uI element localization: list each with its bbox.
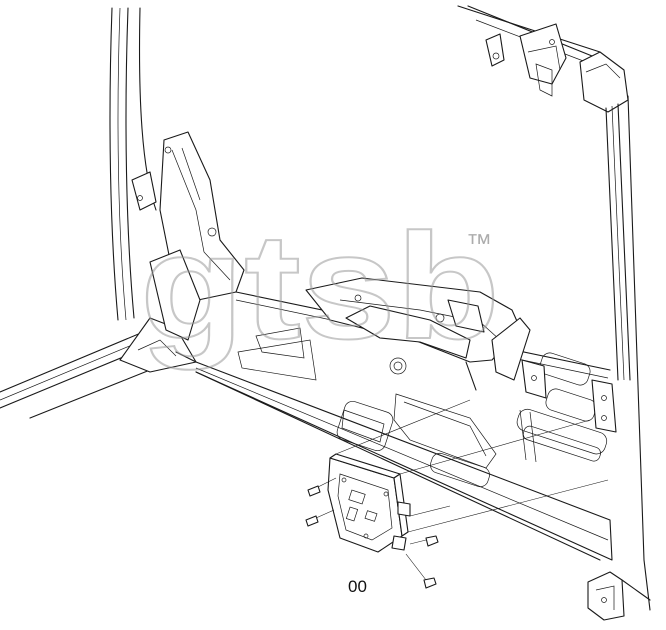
inner-brace — [131, 131, 245, 341]
watermark: gtsb ™ — [139, 201, 501, 371]
screw-1 — [307, 477, 337, 497]
watermark-text: gtsb — [140, 202, 500, 370]
screw-2 — [305, 509, 335, 527]
roof-rail — [457, 5, 629, 113]
fasteners — [305, 477, 439, 589]
callout-label: 00 — [348, 577, 367, 596]
right-recesses — [519, 352, 617, 463]
control-module — [327, 453, 411, 553]
screw-4 — [405, 553, 437, 589]
rear-panel — [175, 291, 613, 561]
callout-00: 00 — [348, 577, 367, 596]
projection-lines — [335, 399, 609, 533]
left-pillar — [109, 7, 157, 321]
panel-recesses — [237, 327, 608, 488]
screw-3 — [409, 535, 439, 547]
watermark-trademark: ™ — [466, 228, 492, 258]
right-pillar — [605, 95, 651, 611]
bottom-corner-bracket — [587, 571, 651, 621]
upper-shelf — [305, 277, 531, 391]
